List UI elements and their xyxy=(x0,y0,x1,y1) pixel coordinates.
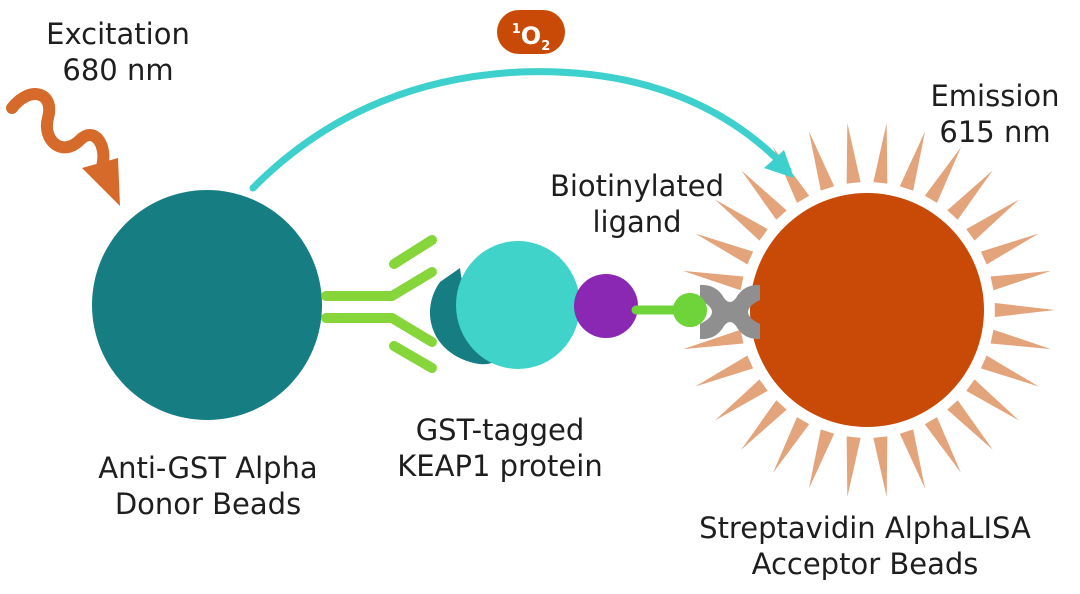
emission-ray xyxy=(846,436,861,497)
protein-label-line2: KEAP1 protein xyxy=(397,449,603,483)
emission-ray xyxy=(966,199,1020,241)
emission-ray xyxy=(947,170,993,220)
emission-ray xyxy=(873,123,888,184)
singlet-oxygen-badge: 1O2 xyxy=(497,10,565,54)
transfer-arc xyxy=(249,68,792,192)
emission-ray xyxy=(924,147,961,203)
emission-ray xyxy=(695,355,754,387)
donor-label-line1: Anti-GST Alpha xyxy=(98,451,318,485)
ligand-label-line1: Biotinylated xyxy=(549,169,725,203)
emission-ray xyxy=(714,379,768,421)
emission-ray xyxy=(683,270,744,291)
emission-ray xyxy=(980,233,1039,265)
emission-ray xyxy=(990,270,1051,291)
protein-label: GST-tagged KEAP1 protein xyxy=(375,412,625,484)
emission-ray xyxy=(873,436,888,497)
singlet-oxygen-subscript: 2 xyxy=(541,38,551,54)
excitation-label-line2: 680 nm xyxy=(62,53,174,87)
donor-label: Anti-GST Alpha Donor Beads xyxy=(78,450,338,522)
emission-ray xyxy=(966,379,1020,421)
emission-ray xyxy=(846,123,861,184)
keap1-protein xyxy=(456,241,580,369)
emission-ray xyxy=(741,400,787,450)
acceptor-label: Streptavidin AlphaLISA Acceptor Beads xyxy=(690,510,1040,582)
emission-ray xyxy=(924,417,961,473)
emission-ray xyxy=(980,355,1039,387)
emission-ray xyxy=(741,170,787,220)
emission-label: Emission 615 nm xyxy=(920,78,1070,150)
emission-ray xyxy=(808,131,835,191)
emission-ray xyxy=(899,131,926,191)
wavy-arrow-icon xyxy=(6,88,120,206)
acceptor-emission-rays xyxy=(683,123,1055,497)
emission-ray xyxy=(714,199,768,241)
singlet-oxygen-superscript: 1 xyxy=(511,22,521,37)
curved-arrow-icon xyxy=(764,150,794,178)
emission-ray xyxy=(899,429,926,489)
emission-ray xyxy=(994,302,1055,318)
emission-ray xyxy=(990,329,1051,350)
y-shaped-antibody-icon xyxy=(321,235,437,373)
emission-ray xyxy=(683,329,744,350)
acceptor-label-line1: Streptavidin AlphaLISA xyxy=(699,511,1031,545)
ligand-head xyxy=(574,274,638,338)
donor-bead xyxy=(92,190,322,420)
singlet-oxygen-element: O xyxy=(520,22,542,50)
emission-ray xyxy=(773,417,810,473)
acceptor-label-line2: Acceptor Beads xyxy=(751,547,979,581)
emission-label-line2: 615 nm xyxy=(939,115,1051,149)
ligand-label: Biotinylated ligand xyxy=(532,168,742,240)
singlet-oxygen-transfer-arrow xyxy=(249,68,794,192)
x-shaped-streptavidin-icon xyxy=(700,284,760,340)
gst-tagged-keap1-protein xyxy=(430,241,580,369)
emission-label-line1: Emission xyxy=(930,79,1060,113)
excitation-label-line1: Excitation xyxy=(46,17,190,51)
donor-label-line2: Donor Beads xyxy=(114,487,302,521)
emission-ray xyxy=(695,233,754,265)
acceptor-bead xyxy=(750,193,984,427)
protein-label-line1: GST-tagged xyxy=(415,413,585,447)
emission-ray xyxy=(808,429,835,489)
excitation-label: Excitation 680 nm xyxy=(38,16,198,88)
emission-ray xyxy=(947,400,993,450)
ligand-label-line2: ligand xyxy=(592,205,682,239)
